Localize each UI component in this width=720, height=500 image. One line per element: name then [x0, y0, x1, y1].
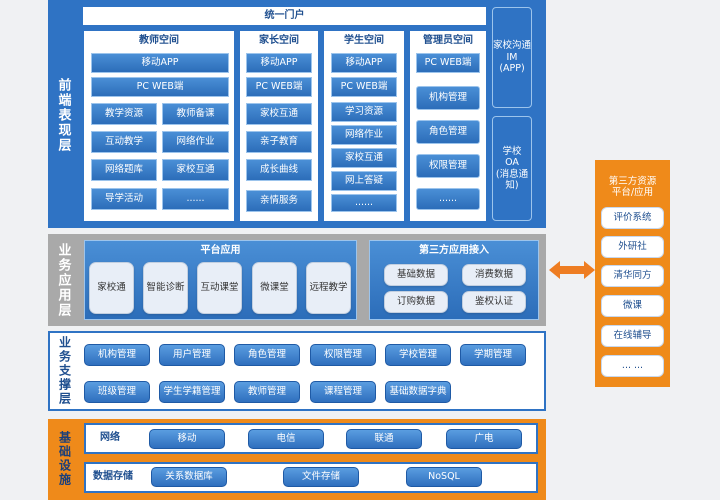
student-mobile-app[interactable]: 移动APP: [331, 53, 397, 73]
support-permission-management[interactable]: 权限管理: [310, 344, 376, 366]
support-course-management[interactable]: 课程管理: [310, 381, 376, 403]
storage-file-storage[interactable]: 文件存储: [283, 467, 359, 487]
parent-mobile-app[interactable]: 移动APP: [246, 53, 312, 73]
thirdparty-online-tutoring[interactable]: 在线辅导: [601, 325, 664, 347]
student-more[interactable]: ......: [331, 194, 397, 212]
parent-family-service[interactable]: 亲情服务: [246, 190, 312, 212]
teacher-home-school[interactable]: 家校互通: [162, 159, 229, 181]
app-smart-diagnosis[interactable]: 智能诊断: [143, 262, 188, 314]
student-pc-web[interactable]: PC WEB端: [331, 77, 397, 97]
network-broadcast[interactable]: 广电: [446, 429, 522, 449]
admin-space-title: 管理员空间: [423, 35, 473, 46]
storage-nosql[interactable]: NoSQL: [406, 467, 482, 487]
access-consumption-data[interactable]: 消费数据: [462, 264, 526, 286]
network-mobile[interactable]: 移动: [149, 429, 225, 449]
parent-home-school[interactable]: 家校互通: [246, 103, 312, 125]
oa-box[interactable]: 学校 OA (消息通知): [492, 116, 532, 221]
thirdparty-micro-class[interactable]: 微课: [601, 295, 664, 317]
thirdparty-tongfang[interactable]: 清华同方: [601, 265, 664, 287]
network-title: 网络: [100, 432, 120, 443]
network-telecom[interactable]: 电信: [248, 429, 324, 449]
admin-pc-web[interactable]: PC WEB端: [416, 53, 480, 73]
platform-apps-title: 平台应用: [200, 245, 241, 256]
student-home-school[interactable]: 家校互通: [331, 148, 397, 168]
app-micro-class[interactable]: 微课堂: [252, 262, 297, 314]
thirdparty-title: 第三方资源 平台/应用: [608, 175, 657, 198]
teacher-more[interactable]: ......: [162, 188, 229, 210]
student-learning-resources[interactable]: 学习资源: [331, 102, 397, 122]
student-space-title: 学生空间: [344, 35, 384, 46]
app-interactive-class[interactable]: 互动课堂: [197, 262, 242, 314]
student-online-homework[interactable]: 网络作业: [331, 125, 397, 145]
thirdparty-more[interactable]: ... ...: [601, 355, 664, 377]
teacher-online-homework[interactable]: 网络作业: [162, 131, 229, 153]
teacher-mobile-app[interactable]: 移动APP: [91, 53, 229, 73]
teacher-pc-web[interactable]: PC WEB端: [91, 77, 229, 97]
teacher-guided-activities[interactable]: 导学活动: [91, 188, 157, 210]
student-online-qa[interactable]: 网上答疑: [331, 171, 397, 191]
storage-title: 数据存储: [93, 471, 133, 482]
admin-role-management[interactable]: 角色管理: [416, 120, 480, 144]
app-home-school[interactable]: 家校通: [89, 262, 134, 314]
parent-space-title: 家长空间: [259, 35, 299, 46]
teacher-interactive-teaching[interactable]: 互动教学: [91, 131, 157, 153]
teacher-lesson-prep[interactable]: 教师备课: [162, 103, 229, 125]
frontend-layer-label: 前端表现层: [55, 77, 71, 153]
parent-child-education[interactable]: 亲子教育: [246, 131, 312, 153]
teacher-teaching-resources[interactable]: 教学资源: [91, 103, 157, 125]
third-party-access-title: 第三方应用接入: [419, 245, 489, 256]
admin-org-management[interactable]: 机构管理: [416, 86, 480, 110]
admin-permission-management[interactable]: 权限管理: [416, 154, 480, 178]
access-order-data[interactable]: 订购数据: [384, 291, 448, 313]
infra-layer-label: 基础设施: [57, 431, 72, 487]
portal-bar[interactable]: 统一门户: [83, 7, 486, 25]
support-data-dictionary[interactable]: 基础数据字典: [385, 381, 451, 403]
support-role-management[interactable]: 角色管理: [234, 344, 300, 366]
access-basic-data[interactable]: 基础数据: [384, 264, 448, 286]
teacher-question-bank[interactable]: 网络题库: [91, 159, 157, 181]
bidirectional-arrow-icon: [549, 261, 595, 279]
support-org-management[interactable]: 机构管理: [84, 344, 150, 366]
teacher-space-title: 教师空间: [139, 35, 179, 46]
parent-pc-web[interactable]: PC WEB端: [246, 77, 312, 97]
support-student-records[interactable]: 学生学籍管理: [159, 381, 225, 403]
support-teacher-management[interactable]: 教师管理: [234, 381, 300, 403]
access-authentication[interactable]: 鉴权认证: [462, 291, 526, 313]
support-layer-label: 业务支撑层: [57, 336, 72, 406]
parent-growth-curve[interactable]: 成长曲线: [246, 159, 312, 181]
admin-more[interactable]: ......: [416, 188, 480, 210]
business-layer-label: 业务应用层: [55, 242, 71, 318]
storage-relational-db[interactable]: 关系数据库: [151, 467, 227, 487]
support-semester-management[interactable]: 学期管理: [460, 344, 526, 366]
support-class-management[interactable]: 班级管理: [84, 381, 150, 403]
thirdparty-evaluation-system[interactable]: 评价系统: [601, 207, 664, 229]
network-unicom[interactable]: 联通: [346, 429, 422, 449]
support-school-management[interactable]: 学校管理: [385, 344, 451, 366]
im-box[interactable]: 家校沟通 IM (APP): [492, 7, 532, 108]
support-user-management[interactable]: 用户管理: [159, 344, 225, 366]
thirdparty-fltrp[interactable]: 外研社: [601, 236, 664, 258]
app-remote-teaching[interactable]: 远程教学: [306, 262, 351, 314]
